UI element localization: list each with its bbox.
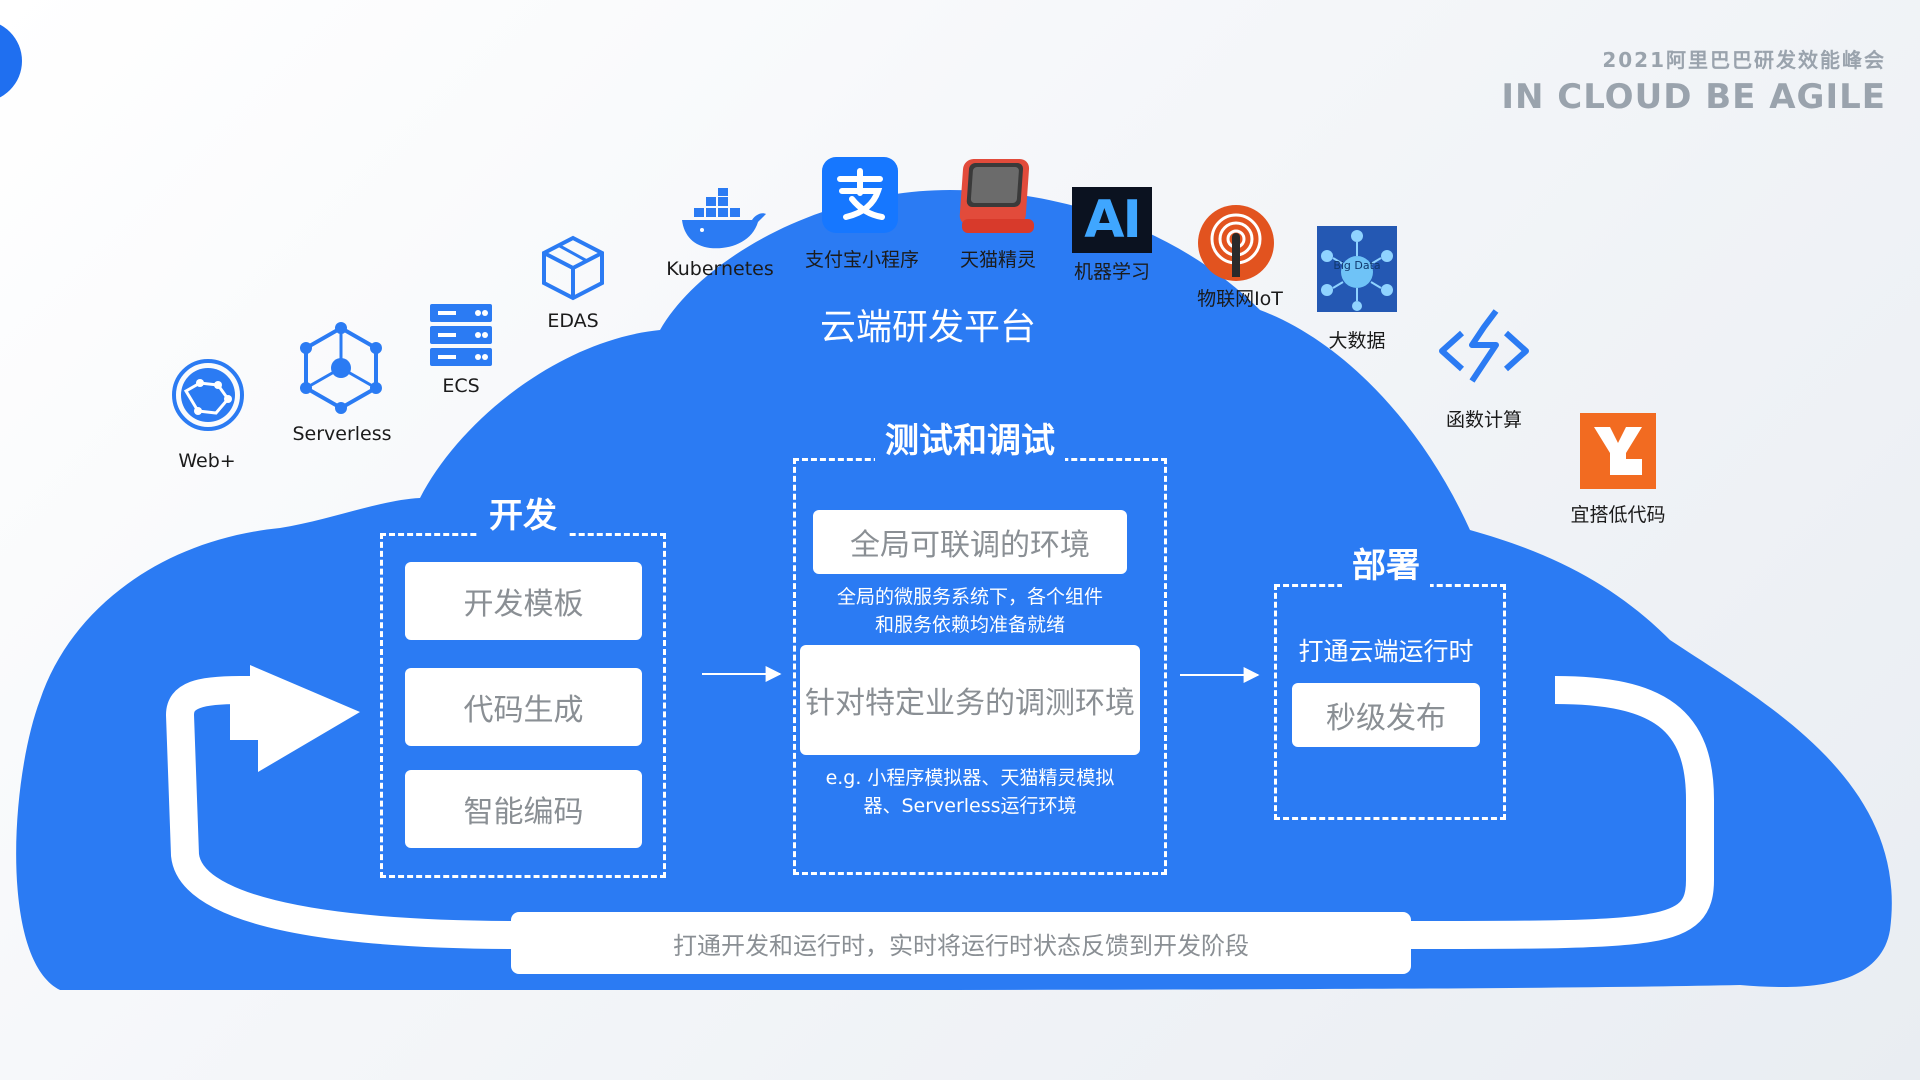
deploy-subtitle: 打通云端运行时 [1298,637,1474,666]
kubernetes-icon [680,188,768,252]
icon-label-ai: 机器学习 [1073,261,1151,283]
icon-label-function-compute: 函数计算 [1445,409,1523,431]
icon-label-alipay: 支付宝小程序 [804,249,920,271]
deploy-title: 部署 [1342,538,1430,587]
bigdata-icon: Big Data [1317,226,1397,312]
test-env-global-note-line2: 和服务依赖均准备就绪 [874,614,1066,636]
test-env-specific-note-line2: 器、Serverless运行环境 [863,795,1077,817]
icon-label-web-plus: Web+ [178,450,236,472]
develop-item-codegen: 代码生成 [405,668,642,746]
icon-label-serverless: Serverless [292,423,392,445]
test-env-specific-note-line1: e.g. 小程序模拟器、天猫精灵模拟 [825,767,1115,789]
iot-icon [1196,203,1276,283]
icon-label-yida: 宜搭低代码 [1570,504,1666,526]
tmall-genie-icon [958,155,1038,237]
develop-item-smart-coding: 智能编码 [405,770,642,848]
icon-label-tmall-genie: 天猫精灵 [959,249,1037,271]
feedback-bar: 打通开发和运行时，实时将运行时状态反馈到开发阶段 [511,912,1411,974]
edas-icon [540,235,606,301]
ai-icon: AI [1072,187,1152,253]
ai-glyph: AI [1084,190,1142,250]
icon-label-iot: 物联网IoT [1197,288,1283,310]
icon-label-ecs: ECS [442,375,480,397]
develop-title: 开发 [479,488,567,537]
corner-decoration [0,20,22,102]
icon-label-edas: EDAS [547,310,599,332]
ecs-icon [428,302,494,368]
test-env-global-note: 全局的微服务系统下，各个组件 和服务依赖均准备就绪 [837,583,1103,639]
bigdata-glyph: Big Data [1333,259,1381,272]
web-plus-icon [168,355,248,435]
serverless-icon [298,322,384,414]
test-title: 测试和调试 [875,413,1065,462]
test-env-specific: 针对特定业务的调测环境 [800,645,1140,755]
brand-slogan: IN CLOUD BE AGILE [1501,77,1886,117]
test-env-specific-note: e.g. 小程序模拟器、天猫精灵模拟 器、Serverless运行环境 [826,764,1115,820]
brand-header: 2021阿里巴巴研发效能峰会 IN CLOUD BE AGILE [1501,44,1886,117]
platform-title: 云端研发平台 [819,307,1037,348]
brand-event-title: 2021阿里巴巴研发效能峰会 [1602,48,1886,72]
test-env-global-note-line1: 全局的微服务系统下，各个组件 [836,586,1104,608]
alipay-icon [822,157,898,233]
icon-label-kubernetes: Kubernetes [666,258,774,280]
yida-icon [1580,413,1656,489]
develop-item-template: 开发模板 [405,562,642,640]
icon-label-bigdata: 大数据 [1328,330,1386,352]
deploy-item-release: 秒级发布 [1292,683,1480,747]
function-compute-icon [1436,305,1532,395]
test-env-global: 全局可联调的环境 [813,510,1127,574]
